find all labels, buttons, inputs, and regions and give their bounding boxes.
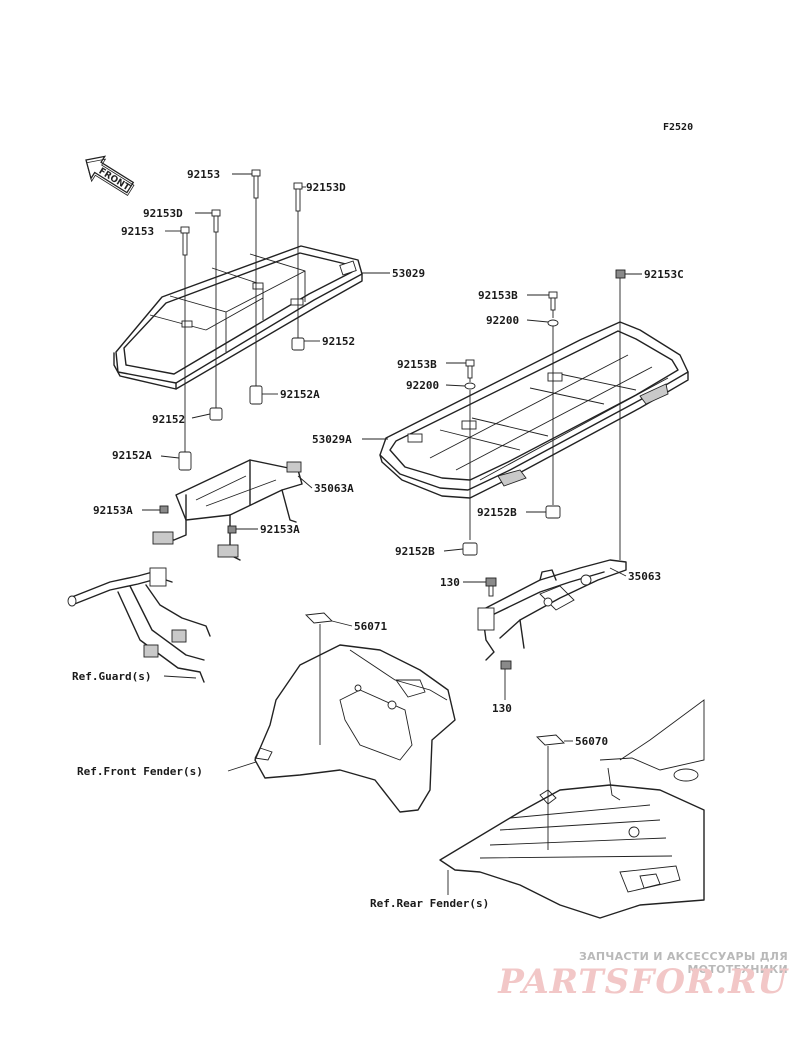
front-carrier-53029	[113, 245, 363, 390]
callout-53029A: 53029A	[312, 433, 352, 446]
front-arrow-icon: FRONT	[85, 155, 135, 196]
callout-130-b: 130	[492, 702, 512, 715]
callout-92153B-a: 92153B	[478, 289, 518, 302]
guard-ref-drawing	[67, 567, 211, 683]
bolt-92153B-top	[548, 291, 558, 311]
rear-carrier-53029A	[379, 321, 689, 499]
rear-fender-drawing	[439, 699, 705, 919]
washer-92200-mid	[464, 382, 476, 390]
callout-53029: 53029	[392, 267, 425, 280]
callout-92153B-b: 92153B	[397, 358, 437, 371]
ref-guard-label: Ref.Guard(s)	[72, 670, 151, 683]
bolt-92153-outer	[180, 226, 190, 256]
callout-92152A-b: 92152A	[112, 449, 152, 462]
front-fender-drawing	[254, 644, 456, 813]
watermark-caption: ЗАПЧАСТИ И АКСЕССУАРЫ ДЛЯ МОТОТЕХНИКИ	[578, 950, 788, 976]
collar-92152-a	[291, 337, 305, 351]
ref-front-fender-label: Ref.Front Fender(s)	[77, 765, 203, 778]
callout-92152B-b: 92152B	[395, 545, 435, 558]
callout-92153A-a: 92153A	[93, 504, 133, 517]
callout-35063A: 35063A	[314, 482, 354, 495]
callout-92153D-b: 92153D	[143, 207, 183, 220]
washer-92200-top	[547, 319, 559, 327]
callout-92200-a: 92200	[486, 314, 519, 327]
callout-92152-b: 92152	[152, 413, 185, 426]
bolt-92153C	[615, 269, 626, 279]
label-plate-56071	[305, 612, 333, 624]
callout-35063: 35063	[628, 570, 661, 583]
collar-92152-b	[209, 407, 223, 421]
callout-92152-a: 92152	[322, 335, 355, 348]
bolt-92153-left	[251, 169, 261, 199]
callout-92153C: 92153C	[644, 268, 684, 281]
callout-56070: 56070	[575, 735, 608, 748]
collar-92152B-b	[462, 542, 478, 556]
bolt-92153A-left	[159, 505, 169, 514]
callout-130-a: 130	[440, 576, 460, 589]
bolt-92153B-mid	[465, 359, 475, 379]
callout-92152B-a: 92152B	[477, 506, 517, 519]
bracket-35063	[477, 559, 627, 661]
bolt-92153D-right	[293, 182, 303, 212]
callout-92153A-b: 92153A	[260, 523, 300, 536]
callout-92153-b: 92153	[121, 225, 154, 238]
collar-92152A-a	[249, 385, 263, 405]
callout-92153-a: 92153	[187, 168, 220, 181]
ref-rear-fender-label: Ref.Rear Fender(s)	[370, 897, 489, 910]
watermark-logo: PARTSFOR.RU	[498, 962, 788, 1002]
bolt-130-top	[485, 577, 497, 597]
callout-92153D-a: 92153D	[306, 181, 346, 194]
bolt-92153D-left	[211, 209, 221, 233]
collar-92152B-a	[545, 505, 561, 519]
callout-92200-b: 92200	[406, 379, 439, 392]
bracket-35063A	[152, 459, 303, 561]
bolt-92153A-right	[227, 525, 237, 534]
figure-code: F2520	[663, 122, 693, 133]
callout-56071: 56071	[354, 620, 387, 633]
collar-92152A-b	[178, 451, 192, 471]
bolt-130-bottom	[500, 660, 512, 670]
callout-92152A-a: 92152A	[280, 388, 320, 401]
label-plate-56070	[536, 734, 565, 746]
